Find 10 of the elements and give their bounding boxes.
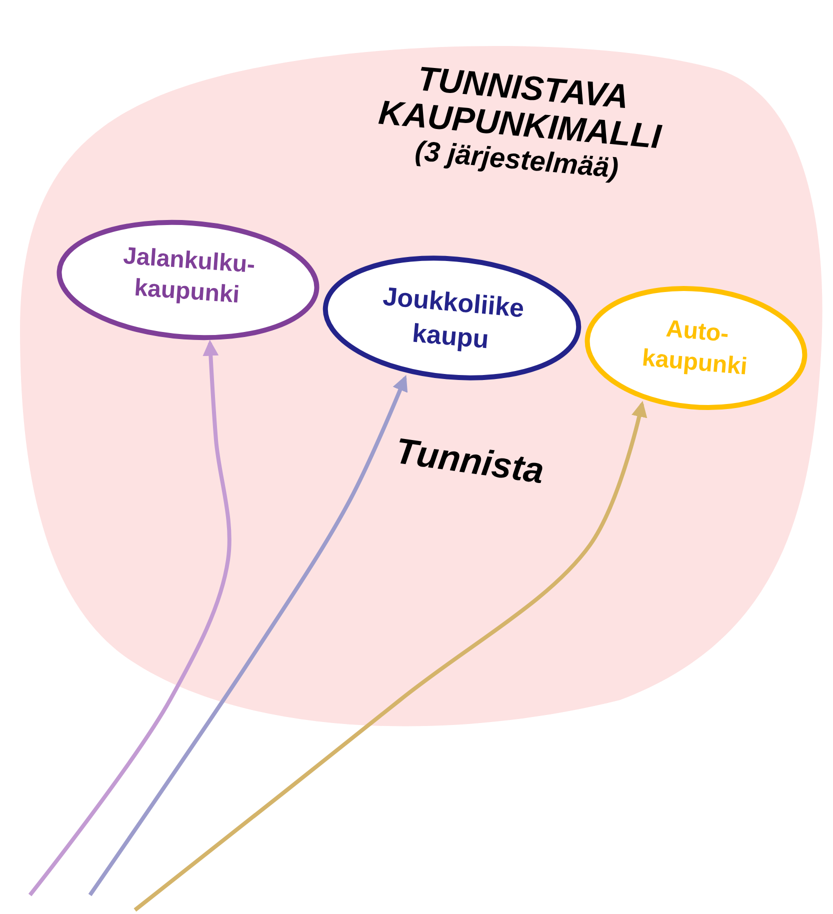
system-label: Auto- kaupunki [640, 314, 750, 383]
system-ellipse [322, 256, 582, 380]
tunnista-label: Tunnista [392, 430, 547, 492]
arrow [88, 375, 408, 896]
system-label: Jalankulku- kaupunki [121, 241, 257, 311]
arrow [134, 400, 648, 912]
system-ellipse [584, 286, 808, 410]
system-ellipse [56, 220, 320, 340]
arrow [28, 340, 232, 896]
system-label: Joukkoliike kaupu [380, 280, 526, 356]
